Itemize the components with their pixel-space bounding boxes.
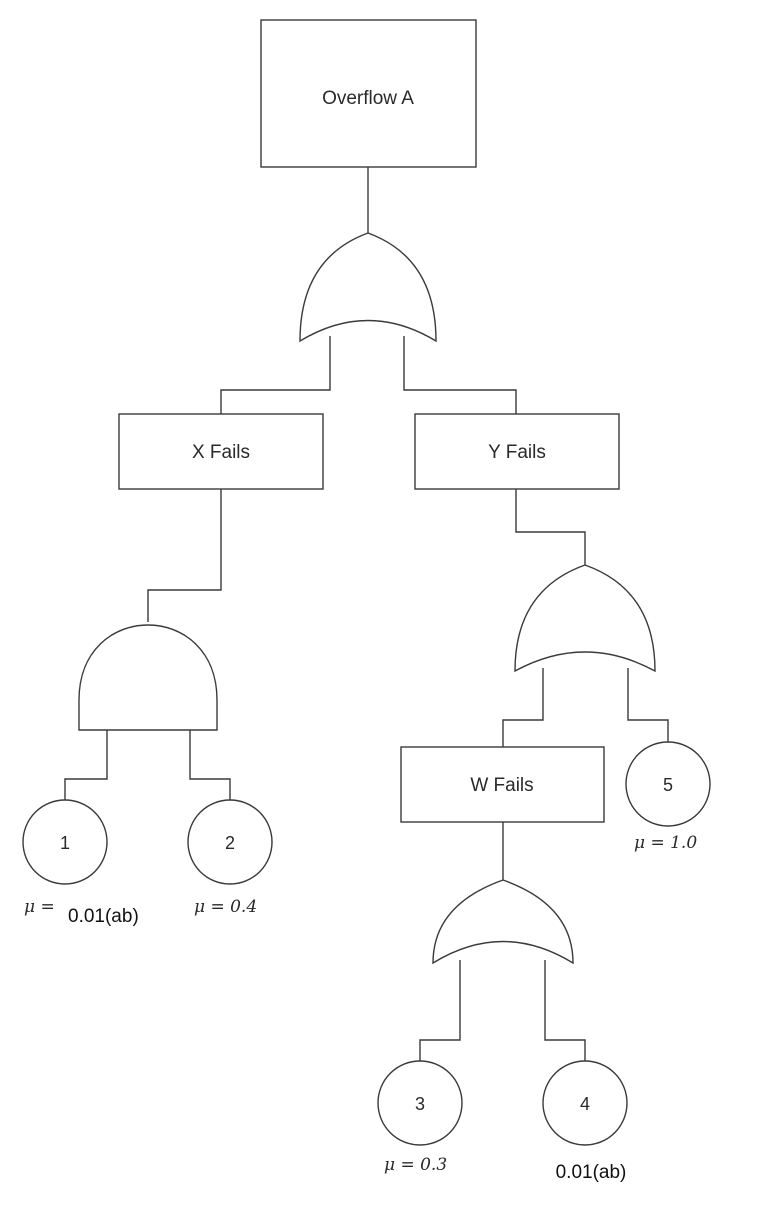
y-fails-box: [414, 413, 620, 490]
basic-event-3-circle: [377, 1060, 463, 1146]
connectors: [64, 167, 669, 1062]
basic-event-1-circle: [22, 799, 108, 885]
y-fails-label: Y Fails: [488, 442, 546, 463]
top-event-box: [260, 19, 477, 168]
basic-event-2-id: 2: [225, 833, 235, 853]
w-fails-event: W Fails: [400, 746, 605, 823]
w-fails-label: W Fails: [470, 775, 533, 796]
or-gate-top: [299, 232, 437, 343]
basic-event-4-circle: [542, 1060, 628, 1146]
basic-event-5-mu: μ = 1.0: [634, 833, 697, 853]
y-fails-event: Y Fails: [414, 413, 620, 490]
x-fails-box: [118, 413, 324, 490]
basic-event-3: 3 μ = 0.3: [377, 1060, 463, 1175]
basic-event-2-circle: [187, 799, 273, 885]
basic-event-2-mu: μ = 0.4: [194, 897, 257, 917]
basic-event-4-value: 0.01(ab): [556, 1162, 627, 1183]
top-event-label: Overflow A: [322, 88, 414, 109]
basic-event-3-mu: μ = 0.3: [384, 1155, 447, 1175]
and-gate-x: [78, 624, 218, 731]
or-gate-y: [514, 564, 656, 673]
basic-event-5-circle: [625, 741, 711, 827]
x-fails-label: X Fails: [192, 442, 250, 463]
or-gate-w: [432, 879, 574, 965]
basic-event-3-id: 3: [415, 1094, 425, 1114]
basic-event-1-mu: μ =: [24, 897, 55, 917]
basic-event-1-id: 1: [60, 833, 70, 853]
basic-event-1: 1 μ = 0.01(ab): [22, 799, 139, 927]
basic-event-2: 2 μ = 0.4: [187, 799, 273, 917]
basic-event-1-value: 0.01(ab): [68, 906, 139, 927]
top-event: Overflow A: [260, 19, 477, 168]
w-fails-box: [400, 746, 605, 823]
basic-event-4: 4 0.01(ab): [542, 1060, 628, 1183]
basic-event-5-id: 5: [663, 775, 673, 795]
x-fails-event: X Fails: [118, 413, 324, 490]
basic-event-5: 5 μ = 1.0: [625, 741, 711, 853]
basic-event-4-id: 4: [580, 1094, 590, 1114]
